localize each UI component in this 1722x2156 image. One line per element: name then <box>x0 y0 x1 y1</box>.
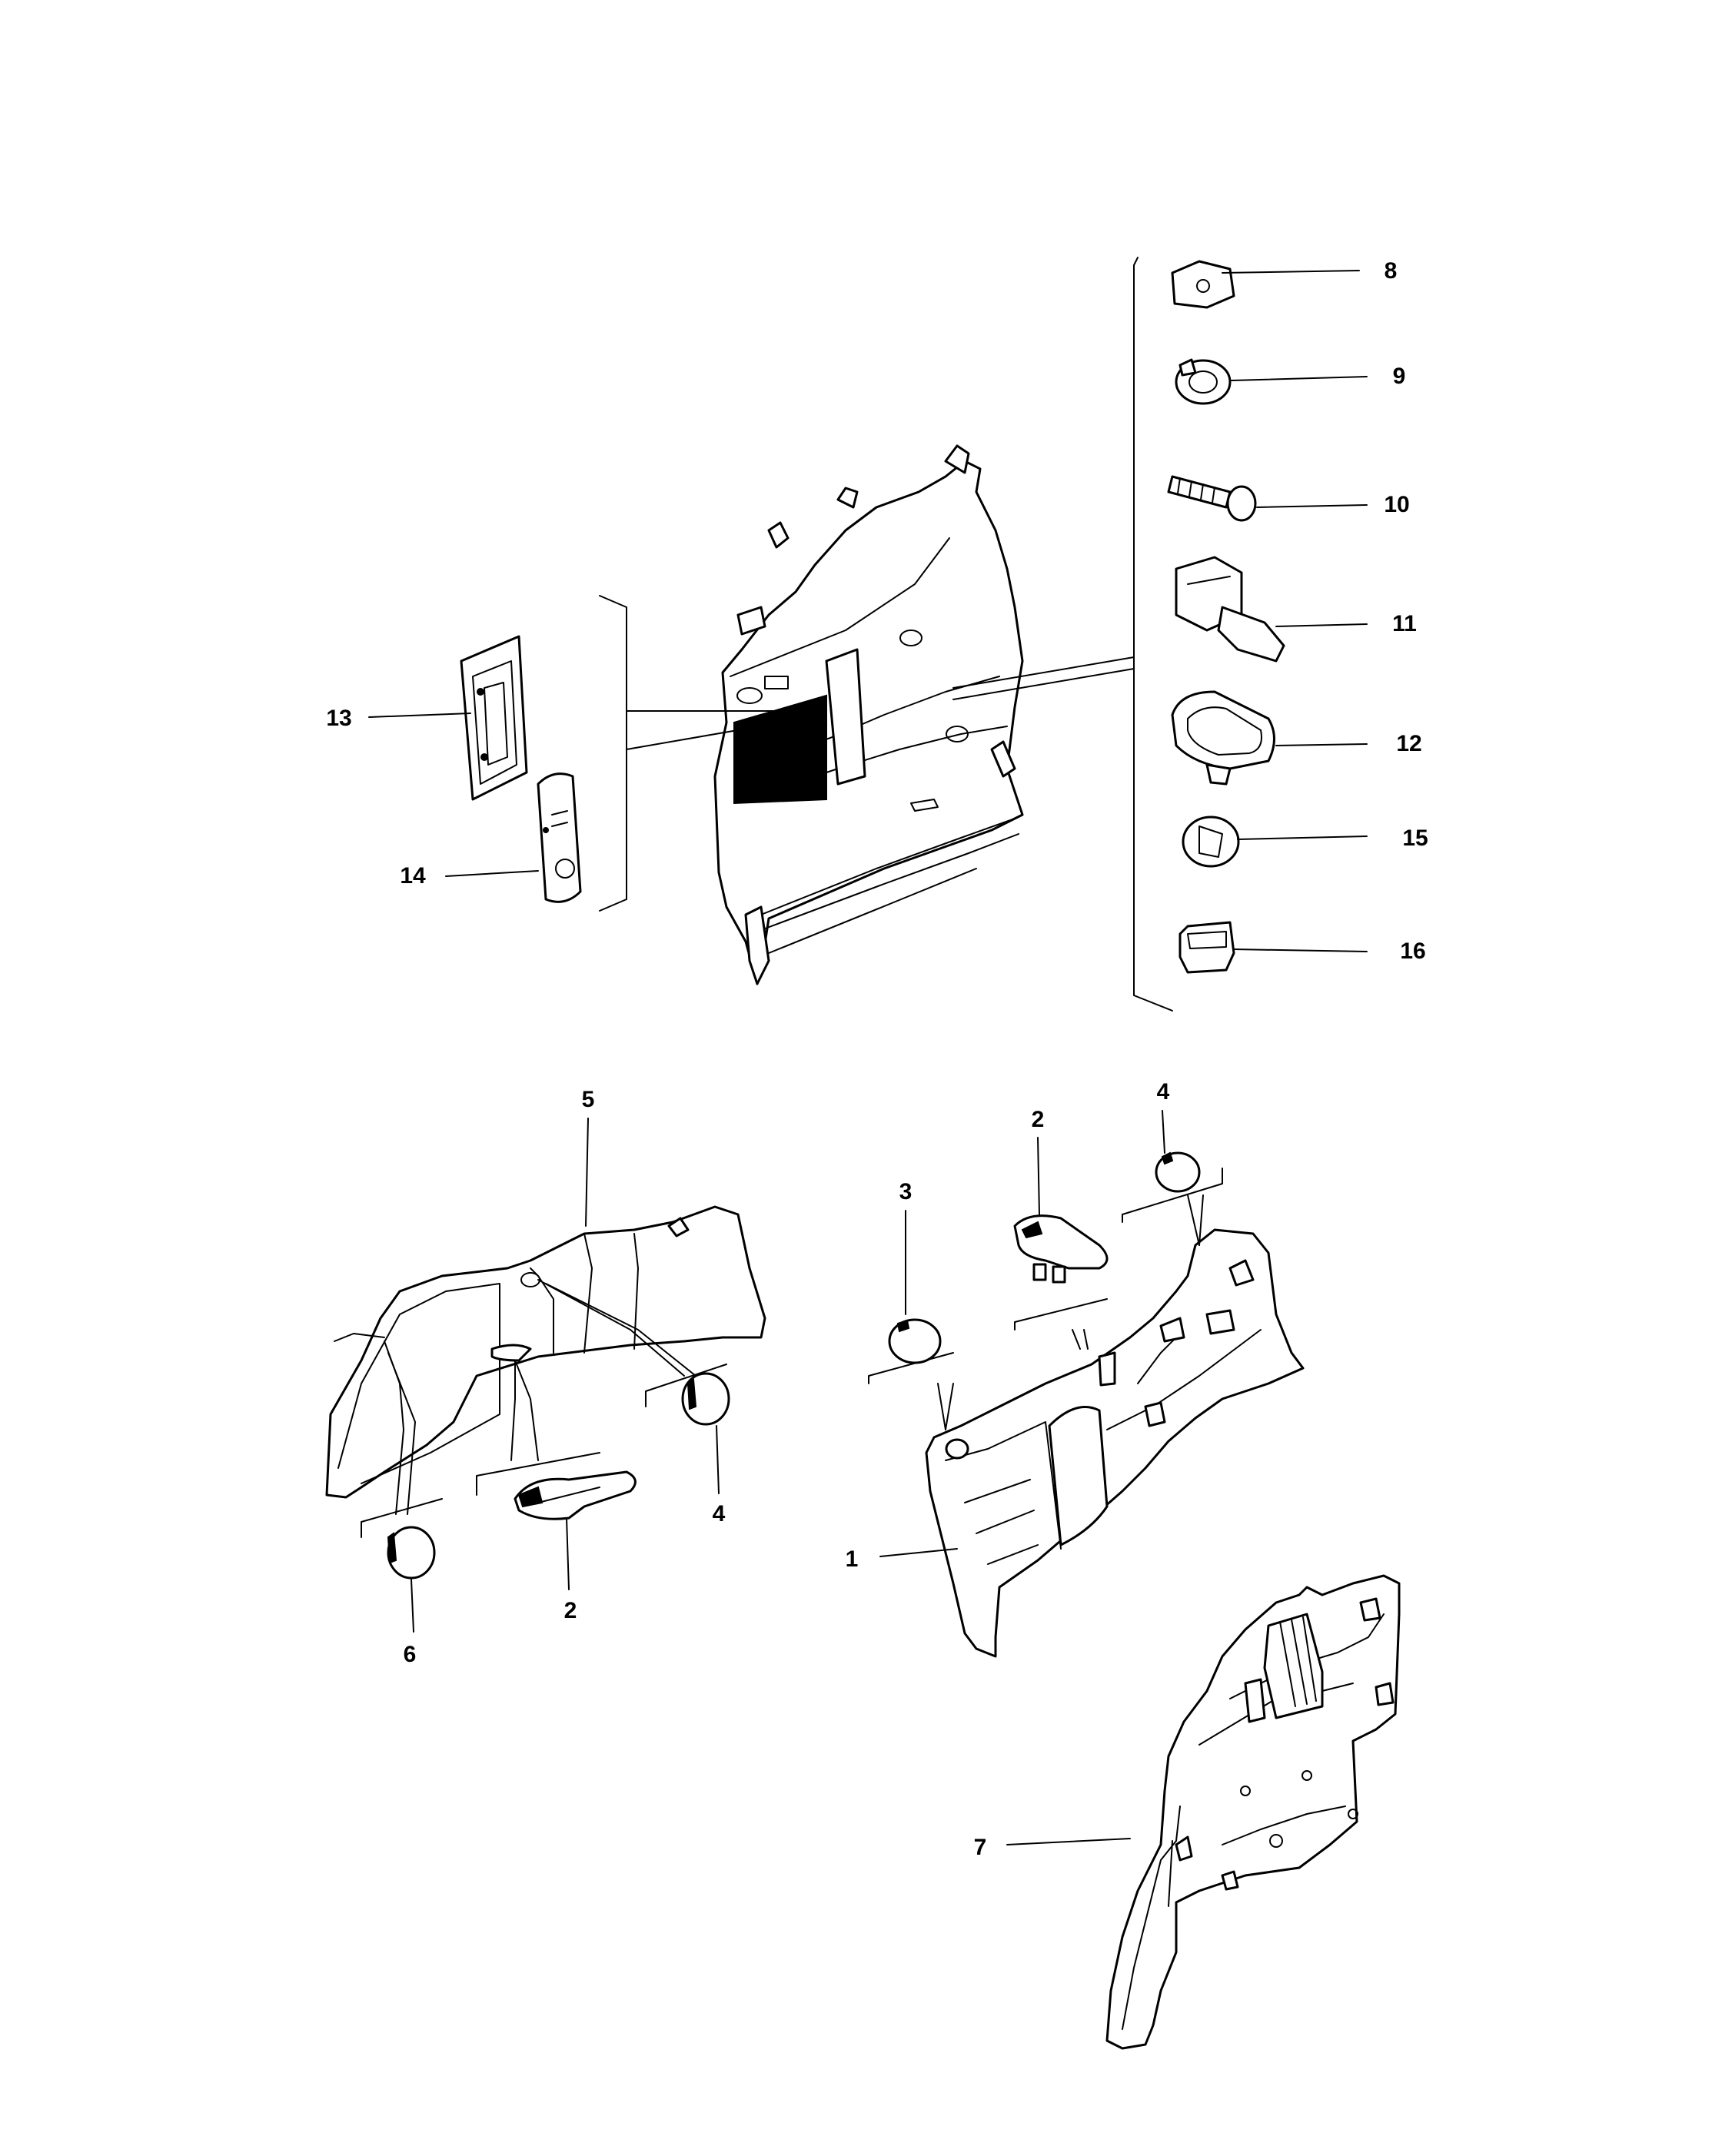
callout-7: 7 <box>973 1835 987 1860</box>
push-pin-part-9 <box>1175 358 1232 405</box>
retainer-part-15 <box>1182 816 1240 868</box>
callout-6: 6 <box>403 1642 417 1667</box>
callout-3: 3 <box>899 1179 913 1204</box>
bottom-right-callout-leaders <box>879 1110 1165 1845</box>
callout-5: 5 <box>581 1087 595 1112</box>
top-leader-lines <box>599 257 1173 1012</box>
switch-bezel-part-14 <box>537 772 582 903</box>
callout-4-lower: 4 <box>712 1501 726 1526</box>
clip-part-16 <box>1178 921 1235 974</box>
cover-cap-part-4-left <box>681 1372 730 1426</box>
callout-4-upper: 4 <box>1156 1079 1170 1105</box>
cup-holder-part-12 <box>1171 690 1275 786</box>
callout-11: 11 <box>1392 611 1417 636</box>
quarter-trim-panel-part-1 <box>868 1168 1305 1658</box>
quarter-trim-panel-part-7 <box>1105 1574 1401 2050</box>
right-callout-leaders <box>368 270 1368 952</box>
cover-cap-part-4-right <box>1155 1151 1201 1193</box>
callout-8: 8 <box>1384 258 1398 284</box>
cover-cap-part-3 <box>888 1318 942 1364</box>
callout-15: 15 <box>1402 826 1428 851</box>
callout-2-upper: 2 <box>1031 1107 1045 1132</box>
clip-part-8 <box>1171 260 1235 309</box>
handle-bezel-part-13 <box>460 635 528 801</box>
hook-part-2-right <box>1013 1214 1109 1284</box>
hook-part-2-left <box>514 1470 637 1520</box>
callout-12: 12 <box>1396 731 1422 756</box>
callout-1: 1 <box>845 1546 859 1572</box>
callout-10: 10 <box>1384 492 1410 517</box>
left-callout-leaders <box>411 1118 720 1633</box>
cover-cap-part-6 <box>387 1526 436 1580</box>
callout-9: 9 <box>1392 364 1406 389</box>
quarter-trim-panel-upper <box>713 444 1024 985</box>
connector-part-11 <box>1175 556 1285 663</box>
callout-2-lower: 2 <box>563 1598 577 1623</box>
callout-16: 16 <box>1400 938 1426 964</box>
callout-13: 13 <box>326 706 352 731</box>
callout-14: 14 <box>400 863 426 889</box>
screw-part-10 <box>1167 475 1257 522</box>
quarter-trim-panel-part-5 <box>325 1205 766 1538</box>
